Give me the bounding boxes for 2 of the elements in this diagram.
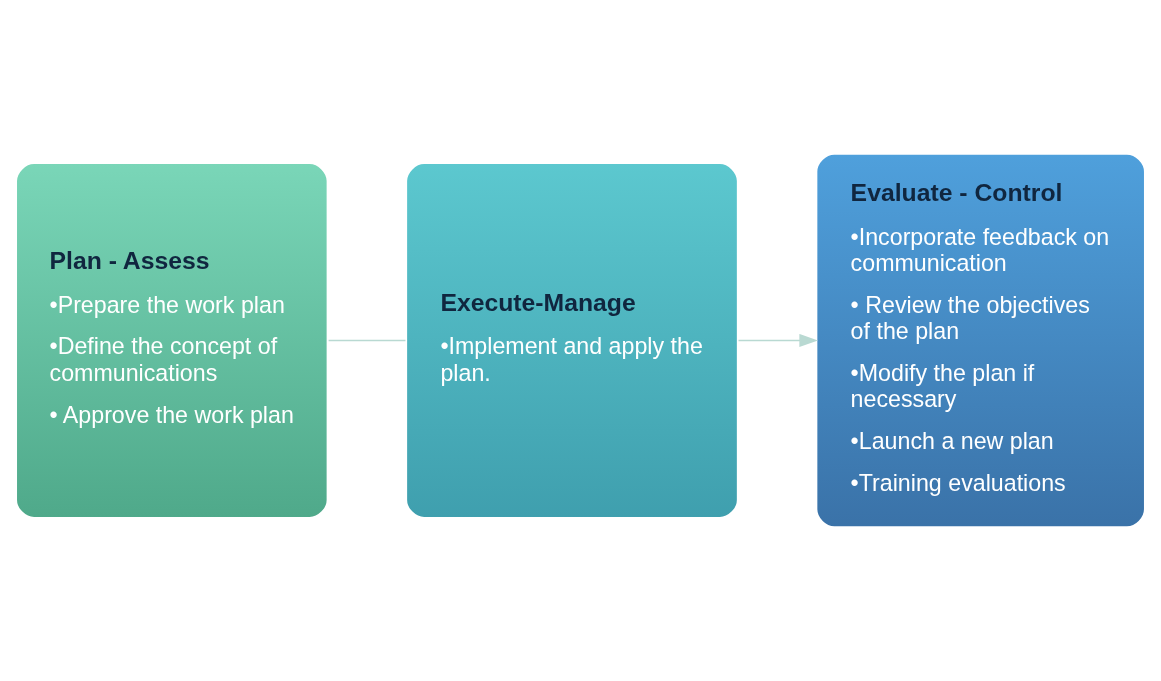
connector [327, 339, 407, 342]
arrow [737, 334, 818, 347]
